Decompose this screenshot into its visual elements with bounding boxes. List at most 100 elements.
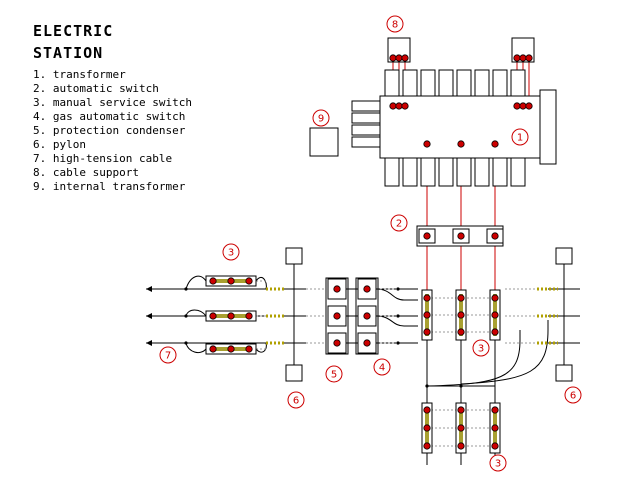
cooling-fin [402, 157, 418, 187]
cooling-fin [474, 157, 490, 187]
node [457, 424, 465, 432]
radiator-plate [351, 124, 381, 136]
junction [396, 341, 400, 345]
marker-number: 3 [228, 248, 234, 259]
marker-circle [489, 454, 507, 472]
bypass-curve [255, 276, 267, 290]
node [423, 424, 431, 432]
marker-number: 4 [379, 363, 385, 374]
node [457, 328, 465, 336]
node [457, 140, 465, 148]
cooling-fin [456, 157, 472, 187]
node [457, 294, 465, 302]
radiator-plate [351, 100, 381, 112]
node [333, 285, 341, 293]
legend-item: 2. automatic switch [33, 82, 159, 95]
pylon-foot [285, 364, 303, 382]
node [401, 54, 409, 62]
marker-number: 5 [331, 370, 337, 381]
marker-circle [222, 243, 240, 261]
node [227, 312, 235, 320]
node [423, 406, 431, 414]
cooling-fin [420, 157, 436, 187]
marker-circle [386, 15, 404, 33]
legend-item: 1. transformer [33, 68, 126, 81]
node [245, 277, 253, 285]
node [423, 232, 431, 240]
marker-circle [511, 128, 529, 146]
node [227, 277, 235, 285]
marker-number: 6 [570, 391, 576, 402]
marker-circle [373, 358, 391, 376]
node [519, 54, 527, 62]
node [363, 312, 371, 320]
node [395, 102, 403, 110]
node [457, 442, 465, 450]
marker-circle [325, 365, 343, 383]
node [333, 339, 341, 347]
cooling-fin [402, 69, 418, 97]
node [423, 328, 431, 336]
legend-item: 6. pylon [33, 138, 86, 151]
feeder-curve [375, 315, 418, 327]
insulators [266, 287, 558, 345]
cooling-fin [438, 69, 454, 97]
pylon-foot [555, 364, 573, 382]
radiator-plate [351, 136, 381, 148]
marker-number: 6 [293, 396, 299, 407]
node [525, 54, 533, 62]
marker-circle [390, 214, 408, 232]
node [363, 285, 371, 293]
arrow-head [146, 340, 152, 346]
cooling-fin [384, 157, 400, 187]
connection-nodes [184, 54, 533, 450]
cooling-fin [492, 69, 508, 97]
node [491, 328, 499, 336]
junction [459, 384, 463, 388]
legend-item: 8. cable support [33, 166, 139, 179]
node [491, 424, 499, 432]
marker-number: 3 [478, 344, 484, 355]
cooling-fin [384, 69, 400, 97]
node [457, 311, 465, 319]
node [423, 294, 431, 302]
marker-circle [312, 109, 330, 127]
legend-item: 3. manual service switch [33, 96, 192, 109]
node [209, 312, 217, 320]
junction [184, 314, 188, 318]
junction [425, 384, 429, 388]
marker-number: 9 [318, 114, 324, 125]
junction [184, 287, 188, 291]
arrow-head [146, 286, 152, 292]
junction [396, 314, 400, 318]
condenser-frame [325, 277, 349, 355]
node [245, 345, 253, 353]
curve-link [460, 320, 549, 385]
marker-circle [287, 391, 305, 409]
node [389, 54, 397, 62]
transformer-end-cap [539, 89, 557, 165]
arrow-head [146, 313, 152, 319]
cooling-fin [510, 157, 526, 187]
node [513, 102, 521, 110]
node [401, 102, 409, 110]
node [363, 339, 371, 347]
node [525, 102, 533, 110]
curve-link [426, 330, 521, 387]
node [209, 277, 217, 285]
legend-item: 4. gas automatic switch [33, 110, 186, 123]
legend-item: 5. protection condenser [33, 124, 186, 137]
marker-circle [159, 346, 177, 364]
marker-number: 8 [392, 20, 398, 31]
cooling-fin [420, 69, 436, 97]
marker-number: 1 [517, 133, 523, 144]
node [491, 442, 499, 450]
bypass-curve [185, 275, 207, 290]
node [209, 345, 217, 353]
junction [184, 341, 188, 345]
pylon-head [285, 247, 303, 265]
diagram-title: ELECTRIC STATION [33, 22, 114, 62]
node [457, 406, 465, 414]
node [423, 140, 431, 148]
